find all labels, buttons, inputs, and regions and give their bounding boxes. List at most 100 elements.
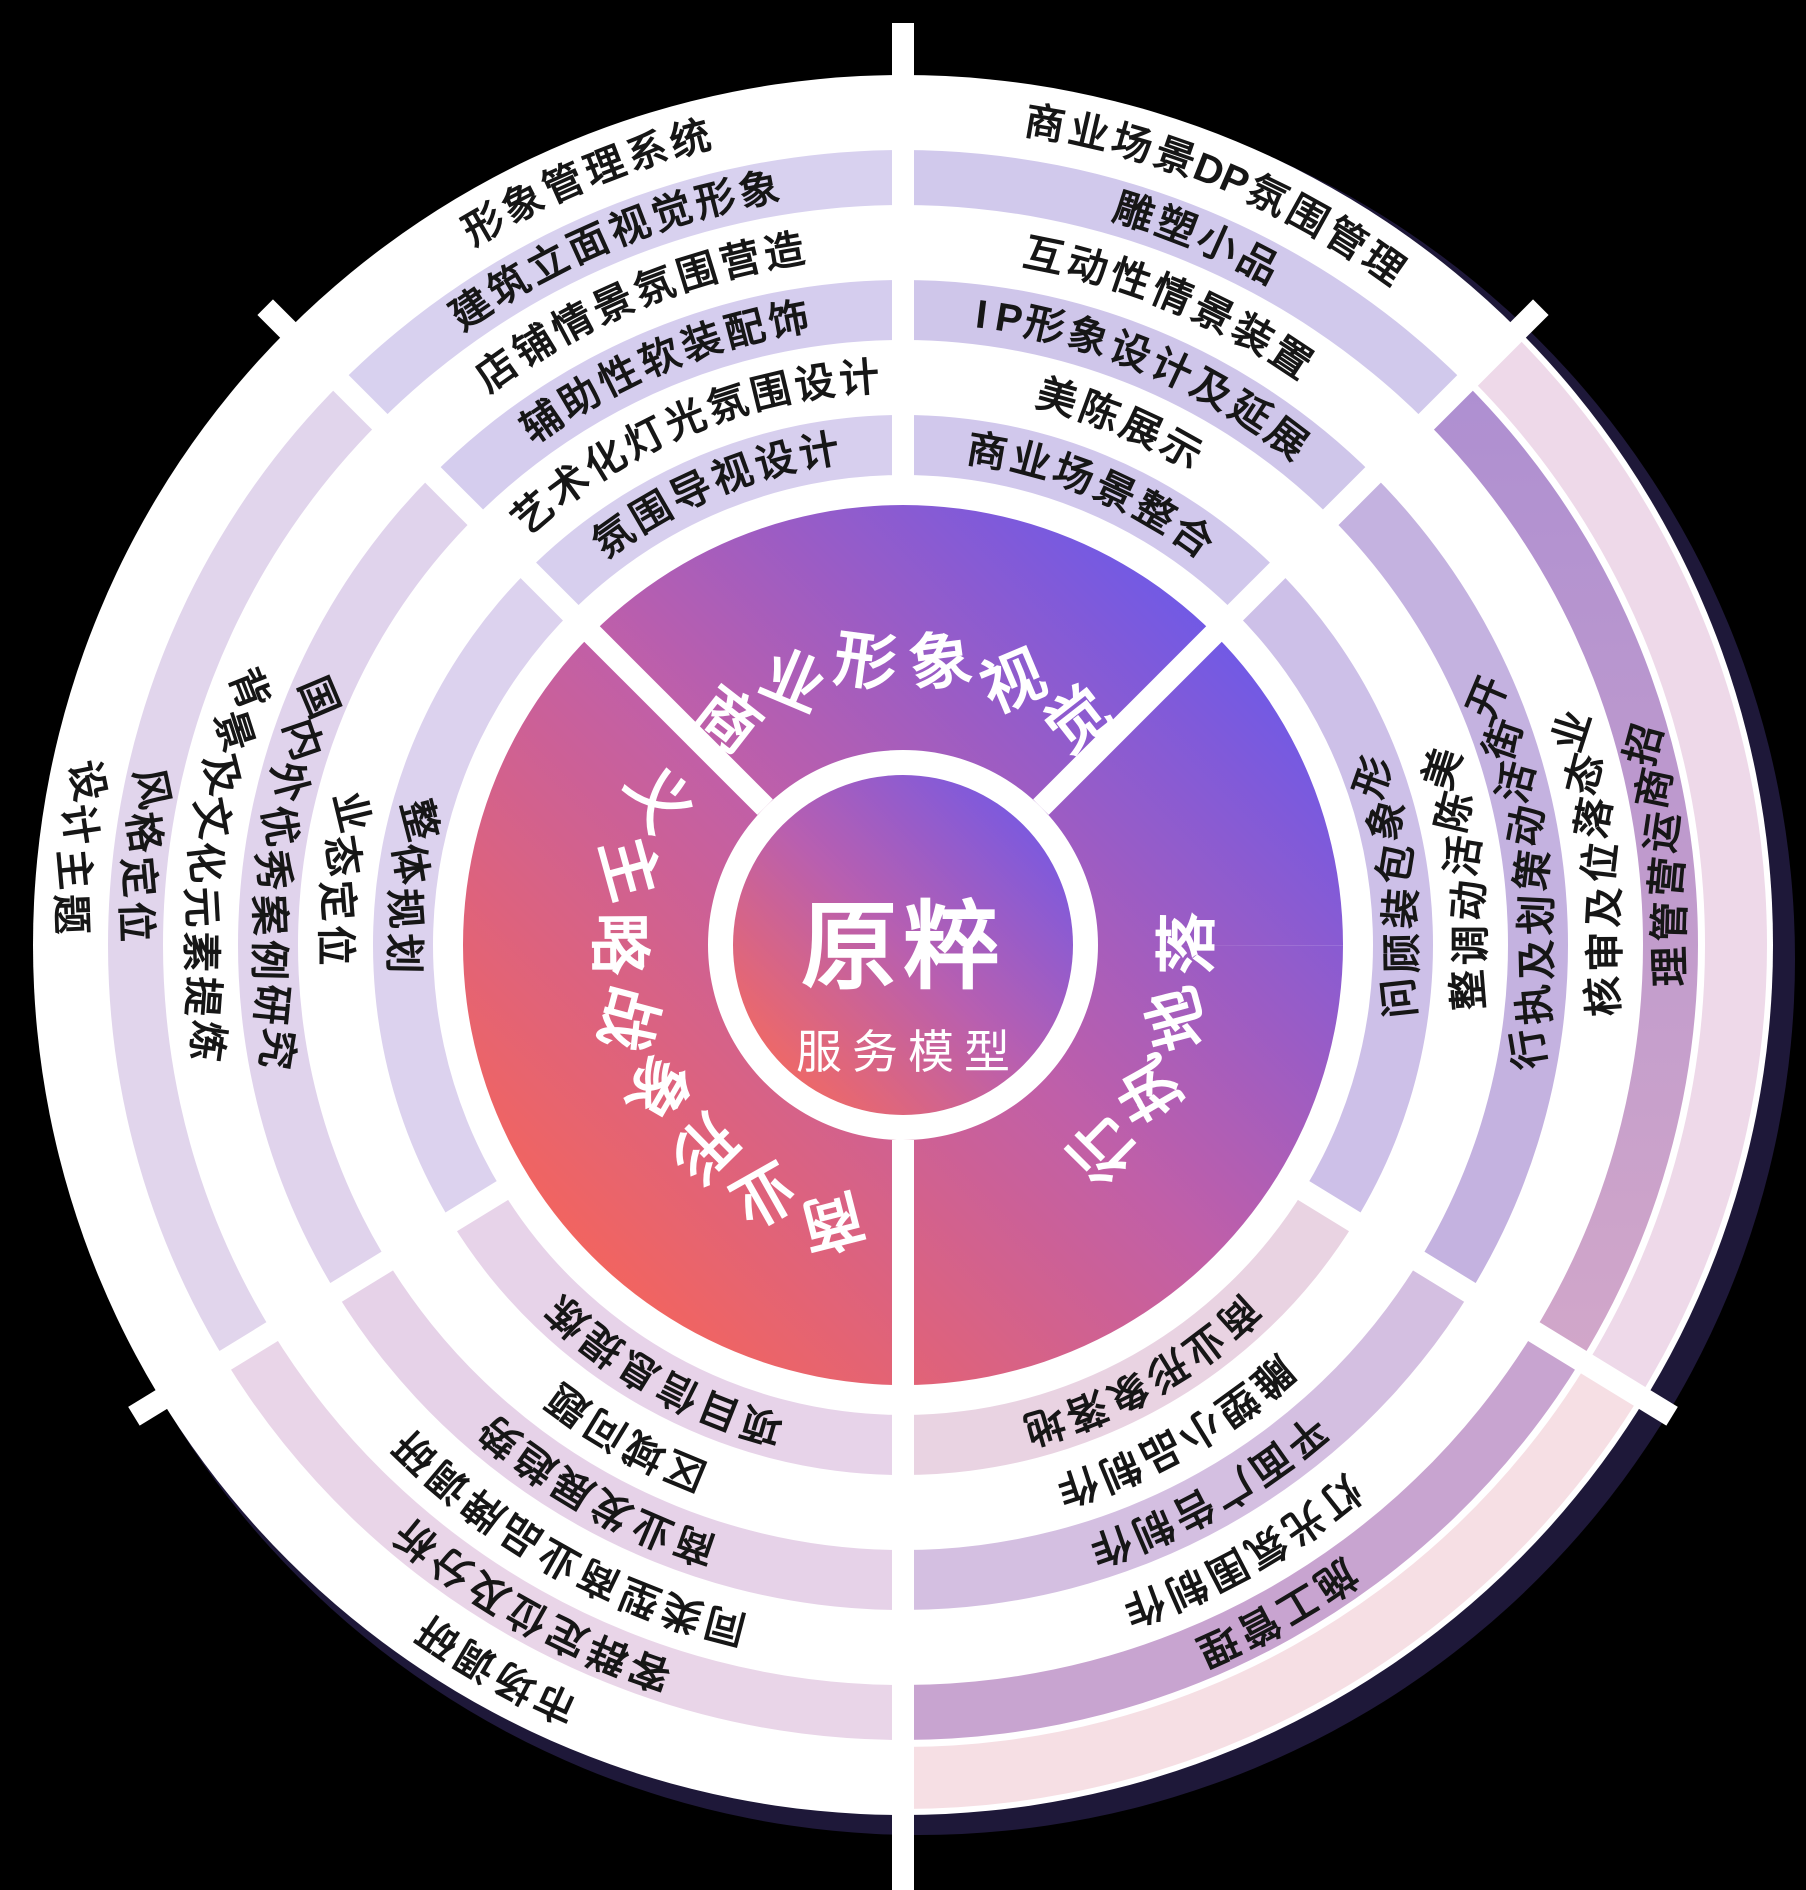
- label-left-ring6-char-1: 计: [54, 802, 103, 848]
- label-top-left-ring2-char-7: 设: [792, 359, 838, 409]
- divider-270deg: [892, 1140, 914, 1890]
- label-right-ring1-char-4: 顾: [1381, 933, 1426, 974]
- label-top-right-ring3-char-0: I: [973, 292, 989, 337]
- label-right-ring2-char-4: 调: [1449, 925, 1493, 965]
- inner-label-commercial-image-visual-char-3: 象: [905, 624, 976, 701]
- inner-label-commercial-image-visual-char-2: 形: [830, 624, 901, 701]
- ring-band-bottom-right-r6: [903, 1364, 1640, 1809]
- label-right-ring3-char-5: 划: [1514, 894, 1560, 936]
- ring-band-right-r3: [1330, 474, 1568, 1293]
- label-top-left-ring3-char-6: 饰: [765, 295, 812, 345]
- label-left-ring6-char-0: 设: [61, 757, 112, 805]
- center-hub: 原粹 服务模型: [796, 894, 1020, 1078]
- label-top-right-ring6-char-0: 商: [1021, 99, 1068, 149]
- label-right-ring4-char-2: 落: [1569, 793, 1620, 841]
- label-left-ring3-char-4: 秀: [248, 847, 296, 893]
- ring-band-bottom-left-r1: [451, 1190, 903, 1475]
- label-right-ring2-char-1: 陈: [1429, 788, 1481, 837]
- ring-band-right-r6: [1470, 334, 1767, 1397]
- divider-45deg: [1033, 299, 1549, 815]
- label-left-ring4-char-7: 提: [178, 975, 225, 1018]
- ring-band-top-left-r5: [340, 150, 903, 422]
- label-right-ring2-char-2: 活: [1439, 833, 1489, 879]
- label-left-ring2-char-0: 业: [325, 788, 377, 837]
- ring-band-right-r5: [1426, 382, 1698, 1361]
- label-top-left-ring5-char-7: 象: [735, 165, 783, 216]
- label-top-right-ring4-char-0: 互: [1020, 231, 1068, 282]
- label-left-ring5-char-3: 位: [113, 901, 158, 942]
- center-subtitle: 服务模型: [796, 1026, 1020, 1078]
- label-left-ring3-char-7: 研: [247, 983, 295, 1027]
- label-left-ring1-char-2: 规: [381, 887, 428, 930]
- label-right-ring5-char-3: 营: [1644, 855, 1691, 899]
- label-top-right-ring1-char-0: 商: [964, 427, 1011, 477]
- label-left-ring4-char-3: 文: [186, 794, 236, 841]
- label-top-left-ring4-char-6: 营: [716, 235, 765, 287]
- label-right-ring1-char-3: 装: [1378, 887, 1425, 930]
- label-left-ring2-char-2: 定: [313, 879, 360, 922]
- label-right-ring3-char-6: 及: [1515, 939, 1560, 980]
- ring-band-top-right-r5: [903, 150, 1466, 422]
- center-circle: [733, 775, 1073, 1115]
- label-right-ring4-char-6: 核: [1581, 975, 1628, 1018]
- ring-band-left-r1: [372, 570, 571, 1222]
- ring-band-bottom-right-r5: [903, 1331, 1581, 1740]
- label-top-left-ring4-char-7: 造: [761, 227, 808, 277]
- label-left-ring5-char-2: 定: [114, 855, 161, 899]
- label-right-ring1-char-5: 问: [1376, 976, 1424, 1020]
- label-left-ring2-char-1: 态: [317, 833, 367, 879]
- label-top-left-ring2-char-8: 计: [838, 355, 881, 402]
- label-left-ring3-char-3: 优: [254, 802, 305, 850]
- label-left-ring1-char-3: 划: [381, 933, 426, 974]
- ring-band-bottom-right-r1: [903, 1190, 1355, 1475]
- ring-band-top-right-r3: [903, 280, 1374, 518]
- divider-90deg: [892, 23, 914, 500]
- ring-band-left-r3: [238, 474, 476, 1293]
- label-left-ring2-char-3: 位: [313, 925, 357, 965]
- divider-211.5deg: [128, 1177, 515, 1426]
- label-right-ring4-char-3: 位: [1577, 840, 1625, 885]
- ring-band-top-left-r3: [432, 280, 903, 518]
- label-top-right-ring6-char-1: 业: [1064, 107, 1113, 159]
- ring-band-top-left-r1: [528, 415, 903, 613]
- label-left-ring3-char-5: 案: [246, 894, 292, 937]
- label-left-ring1-char-1: 体: [385, 841, 435, 888]
- ring-band-bottom-right-r3: [903, 1261, 1471, 1610]
- label-left-ring5-char-0: 风: [125, 764, 176, 812]
- label-left-ring6-char-2: 主: [50, 847, 97, 891]
- label-left-ring4-char-5: 元: [178, 886, 224, 928]
- label-left-ring3-char-6: 例: [246, 939, 291, 980]
- label-left-ring4-char-4: 化: [181, 840, 229, 885]
- label-left-ring4-char-6: 素: [178, 932, 222, 972]
- ring-band-top-right-r1: [903, 415, 1278, 613]
- label-right-ring3-char-3: 动: [1501, 802, 1552, 850]
- inner-label-landing-execution-char-0: 落: [1153, 911, 1222, 974]
- label-right-ring4-char-5: 审: [1584, 932, 1628, 972]
- label-top-right-ring3-char-2: 形: [1020, 300, 1069, 352]
- divider-135deg: [257, 299, 773, 815]
- label-right-ring5-char-2: 运: [1638, 810, 1687, 856]
- label-right-ring2-char-5: 整: [1446, 968, 1493, 1011]
- label-right-ring5-char-4: 管: [1648, 901, 1693, 942]
- ring-band-bottom-left-r3: [335, 1261, 904, 1610]
- wheel-artwork: 氛围导视设计艺术化灯光氛围设计辅助性软装配饰店铺情景氛围营造建筑立面视觉形象形象…: [33, 23, 1795, 1890]
- inner-label-commercial-image-strategy-char-5: 略: [583, 912, 652, 975]
- label-left-ring5-char-1: 格: [119, 810, 169, 857]
- ring-band-bottom-left-r5: [225, 1331, 903, 1740]
- label-right-ring3-char-7: 执: [1511, 983, 1559, 1027]
- label-right-ring5-char-1: 商: [1629, 764, 1680, 812]
- label-right-ring3-char-4: 策: [1509, 848, 1557, 893]
- ring-band-left-r5: [107, 382, 380, 1361]
- ring-band-right-r1: [1235, 570, 1434, 1222]
- label-left-ring3-char-8: 究: [252, 1026, 302, 1073]
- label-top-left-ring1-char-5: 计: [796, 427, 843, 477]
- divider--31.5deg: [1291, 1177, 1678, 1426]
